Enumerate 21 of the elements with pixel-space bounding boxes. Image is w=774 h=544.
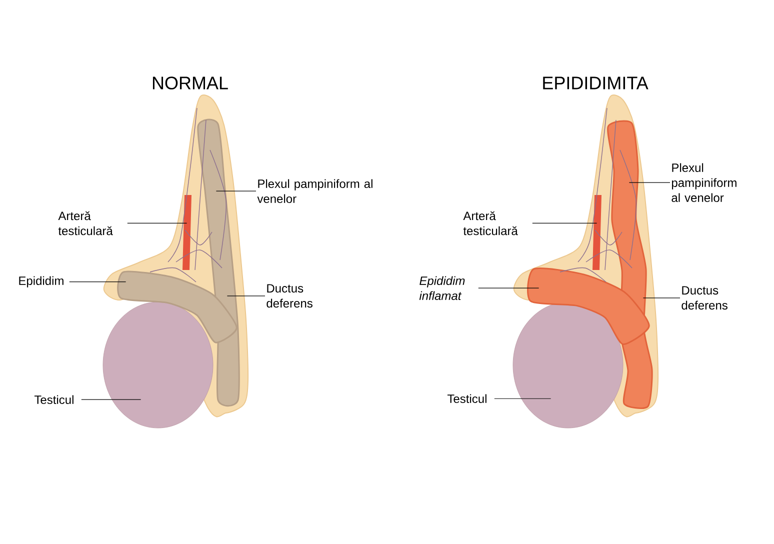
epididymis-drawing — [527, 268, 650, 345]
part-label: Arteră testiculară — [58, 211, 113, 236]
testicle-oval — [102, 302, 214, 428]
part-label: Epididim — [19, 276, 64, 288]
vein-plexus-drawing — [560, 108, 637, 282]
part-label: Plexul pampiniform al venelor — [257, 179, 372, 203]
part-label: Testicul — [447, 394, 486, 403]
panel-heading: NORMAL — [152, 76, 228, 90]
part-label: Testicul — [34, 395, 74, 404]
leader-line — [628, 182, 670, 183]
vein-plexus-drawing — [150, 108, 227, 282]
epididymis-drawing — [117, 270, 238, 344]
part-label: Plexul pampiniform al venelor — [672, 163, 736, 202]
panel-heading: EPIDIDIMITA — [543, 76, 648, 90]
part-label: Ductus deferens — [266, 284, 312, 308]
part-label: Ductus deferens — [682, 286, 728, 310]
leader-line — [494, 398, 552, 399]
part-label: Arteră testiculară — [463, 211, 518, 236]
leader-line — [81, 399, 142, 400]
leader-line — [216, 190, 256, 192]
part-label: Epididim inflamat — [419, 276, 465, 300]
